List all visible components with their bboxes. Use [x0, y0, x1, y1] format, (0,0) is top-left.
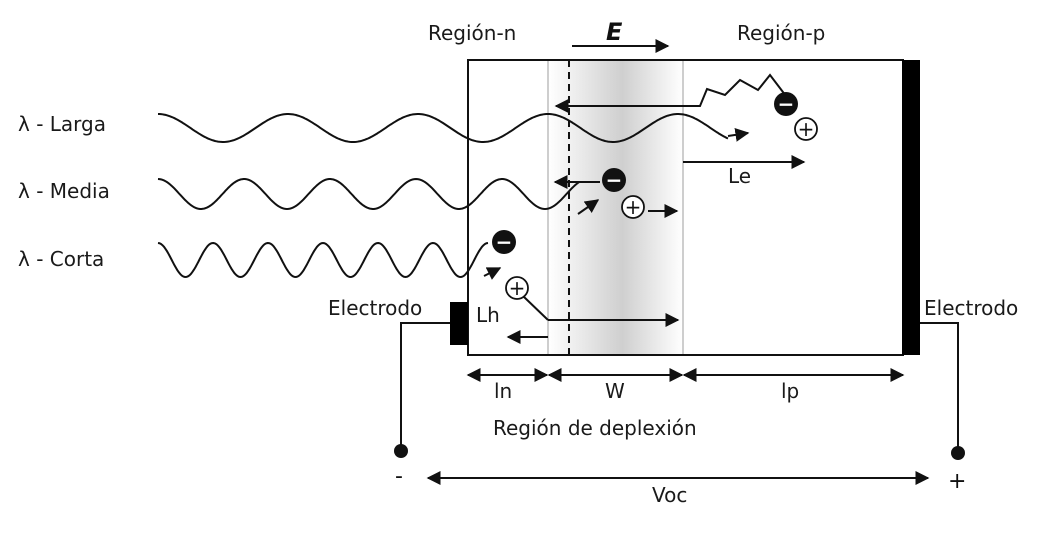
hole-long: +	[794, 117, 818, 141]
wave-short-arrowhead	[483, 267, 502, 280]
electron-long: −	[774, 92, 798, 116]
hole-path-short	[522, 295, 549, 321]
electron-symbol: −	[606, 168, 623, 192]
left-electrode	[450, 302, 468, 345]
diffusion-length-electrons: Le	[728, 164, 751, 188]
electron-short: −	[492, 230, 516, 254]
negative-terminal	[394, 444, 408, 458]
electric-field-label: E	[606, 18, 623, 46]
hole-short: +	[505, 276, 529, 300]
negative-terminal-label: -	[395, 464, 403, 489]
width-p-label: lp	[781, 379, 799, 403]
width-n-label: ln	[494, 379, 512, 403]
positive-terminal	[951, 446, 965, 460]
region-p-label: Región-p	[737, 21, 825, 45]
wave-short	[157, 241, 489, 279]
depletion-region-shade	[548, 61, 683, 354]
wave-long	[158, 113, 729, 143]
depletion-region-label: Región de deplexión	[493, 416, 697, 440]
wave-long-label: λ - Larga	[18, 112, 106, 136]
right-wire	[920, 322, 959, 451]
right-electrode-label: Electrodo	[924, 296, 1018, 320]
hole-symbol: +	[509, 276, 526, 300]
diffusion-length-holes: Lh	[476, 303, 500, 327]
hole-medium: +	[621, 195, 645, 219]
width-depletion-label: W	[605, 379, 625, 403]
electron-symbol: −	[496, 230, 513, 254]
electron-symbol: −	[778, 92, 795, 116]
left-electrode-label: Electrodo	[328, 296, 422, 320]
electron-path-long	[683, 73, 787, 107]
right-electrode	[902, 60, 920, 355]
voc-label: Voc	[652, 483, 687, 507]
wave-short-label: λ - Corta	[18, 247, 104, 271]
region-n-label: Región-n	[428, 21, 516, 45]
wave-long-arrowhead	[727, 127, 750, 142]
hole-symbol: +	[625, 195, 642, 219]
semiconductor-block	[467, 59, 904, 356]
wave-medium-arrowhead	[577, 199, 600, 215]
wave-medium	[157, 177, 581, 211]
hole-symbol: +	[798, 117, 815, 141]
electron-medium: −	[602, 168, 626, 192]
wave-medium-label: λ - Media	[18, 179, 110, 203]
left-wire	[400, 322, 450, 449]
positive-terminal-label: +	[948, 469, 966, 494]
